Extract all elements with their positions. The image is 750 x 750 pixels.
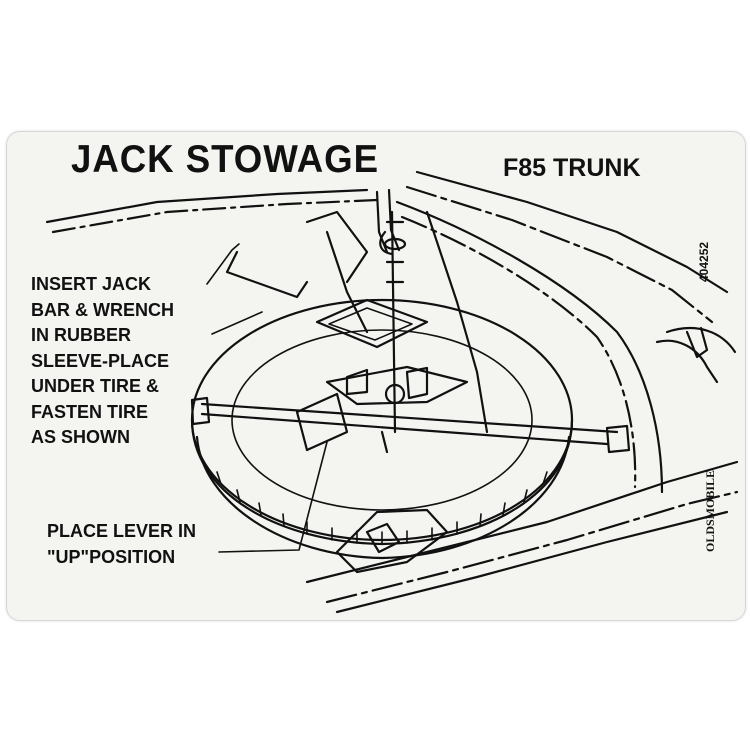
part-number: 404252: [697, 241, 711, 282]
decal-title: JACK STOWAGE: [71, 138, 379, 181]
jack-screw: [390, 210, 397, 434]
fender-line: [415, 170, 729, 294]
model-label: F85 TRUNK: [503, 154, 641, 182]
maker-name: OLDSMOBILE: [703, 469, 717, 552]
jack-stowage-decal: JACK STOWAGE F85 TRUNK INSERT JACK BAR &…: [6, 131, 746, 621]
trunk-spare-tire-illustration: [45, 170, 739, 614]
jack-base-plate: [315, 298, 429, 349]
trunk-edge-line: [45, 188, 369, 224]
lever-instruction: PLACE LEVER IN "UP"POSITION: [47, 521, 197, 567]
jack-bar: [200, 402, 619, 434]
spare-tire-top: [190, 298, 574, 542]
stowage-instructions: INSERT JACK BAR & WRENCH IN RUBBER SLEEV…: [31, 274, 174, 447]
lever-leader-line: [218, 441, 328, 553]
jack-lever: [295, 392, 349, 452]
